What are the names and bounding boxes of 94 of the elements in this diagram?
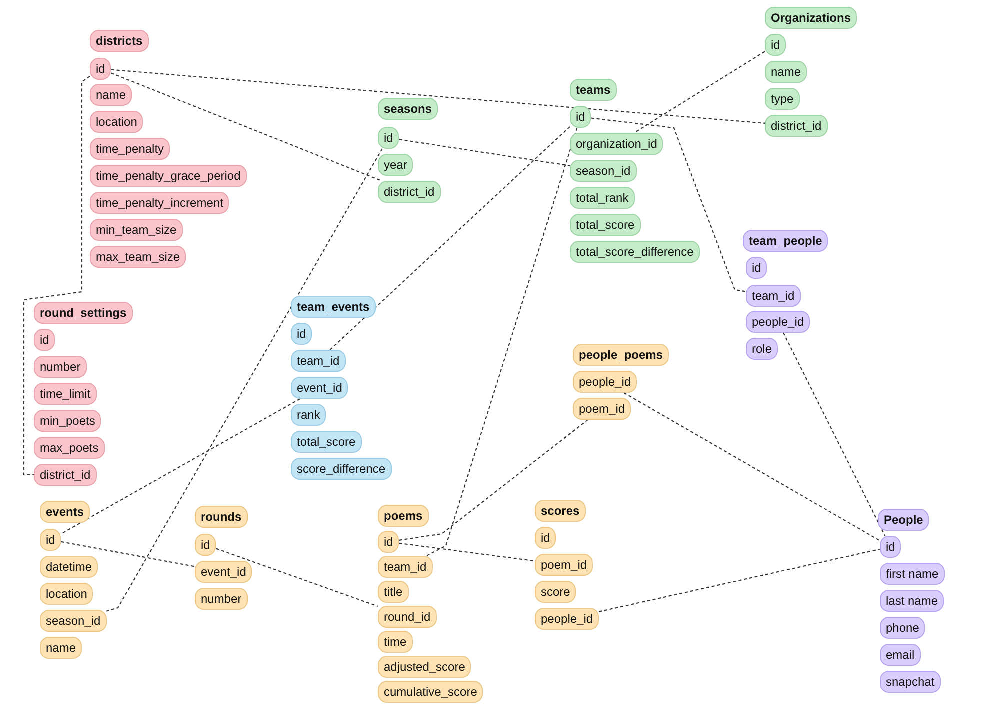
column-name: team_id: [291, 350, 346, 372]
connector-line: [598, 548, 880, 612]
column-name: title: [378, 581, 409, 603]
column-name: total_score: [570, 214, 641, 236]
column-name: district_id: [378, 181, 441, 203]
column-name: role: [746, 338, 778, 360]
column-name: people_id: [535, 608, 600, 630]
column-name: last name: [880, 590, 944, 612]
column-name: total_rank: [570, 187, 635, 209]
column-name: total_score: [291, 431, 362, 453]
column-name: score_difference: [291, 458, 392, 480]
table-name: teams: [570, 79, 617, 101]
connector-line: [399, 420, 588, 541]
column-name: snapchat: [880, 671, 941, 693]
column-name: round_id: [378, 606, 437, 628]
column-name: score: [535, 581, 576, 603]
connector-line: [216, 548, 378, 608]
column-name: time_penalty_increment: [90, 192, 230, 214]
connector-line: [23, 76, 90, 476]
table-name: events: [40, 501, 90, 523]
column-name: number: [34, 356, 87, 378]
connector-line: [61, 541, 196, 568]
connector-line: [106, 148, 383, 612]
connector-line: [330, 126, 570, 350]
column-name: id: [378, 531, 400, 553]
connector-line: [111, 72, 382, 182]
table-name: districts: [90, 30, 149, 52]
column-name: location: [40, 583, 94, 605]
table-name: round_settings: [34, 302, 133, 324]
connector-line: [399, 139, 570, 166]
column-name: total_score_difference: [570, 241, 700, 263]
column-name: id: [291, 323, 312, 345]
column-name: season_id: [40, 610, 107, 632]
table-name: team_events: [291, 296, 376, 318]
column-name: event_id: [195, 561, 252, 583]
column-name: id: [40, 529, 62, 551]
connector-line: [399, 542, 536, 562]
column-name: datetime: [40, 556, 98, 578]
table-name: scores: [535, 500, 586, 522]
column-name: team_id: [378, 556, 433, 578]
column-name: people_id: [573, 371, 638, 393]
column-name: name: [40, 637, 82, 659]
column-name: event_id: [291, 377, 348, 399]
column-name: id: [34, 329, 56, 351]
column-name: number: [195, 588, 248, 610]
connector-line: [426, 128, 578, 556]
column-name: min_poets: [34, 410, 102, 432]
connector-line: [111, 69, 766, 124]
connector-line: [783, 332, 886, 536]
column-name: adjusted_score: [378, 656, 472, 678]
column-name: district_id: [765, 115, 828, 137]
column-name: id: [765, 34, 786, 56]
column-name: id: [535, 527, 556, 549]
column-name: district_id: [34, 464, 97, 486]
column-name: cumulative_score: [378, 681, 484, 703]
table-name: poems: [378, 505, 429, 527]
column-name: id: [378, 127, 400, 149]
connector-line: [61, 398, 300, 534]
column-name: name: [90, 84, 132, 106]
table-name: people_poems: [573, 344, 670, 366]
column-name: people_id: [746, 311, 810, 333]
column-name: id: [570, 106, 592, 128]
connector-line: [624, 392, 880, 542]
column-name: season_id: [570, 160, 637, 182]
column-name: poem_id: [573, 398, 632, 420]
column-name: first name: [880, 563, 945, 585]
table-name: team_people: [743, 230, 828, 252]
table-name: People: [878, 509, 930, 531]
column-name: max_poets: [34, 437, 105, 459]
connector-line: [634, 51, 766, 134]
column-name: location: [90, 111, 144, 133]
column-name: poem_id: [535, 554, 594, 576]
column-name: max_team_size: [90, 246, 186, 268]
column-name: min_team_size: [90, 219, 183, 241]
connector-line: [591, 118, 746, 292]
column-name: rank: [291, 404, 326, 426]
column-name: name: [765, 61, 808, 83]
column-name: time_penalty_grace_period: [90, 165, 247, 187]
table-name: seasons: [378, 98, 438, 120]
column-name: time_penalty: [90, 138, 170, 160]
column-name: organization_id: [570, 133, 664, 155]
table-name: rounds: [195, 506, 248, 528]
column-name: time_limit: [34, 383, 97, 405]
column-name: type: [765, 88, 800, 110]
column-name: email: [880, 644, 921, 666]
column-name: id: [90, 58, 112, 80]
column-name: time: [378, 631, 413, 653]
column-name: id: [195, 534, 216, 556]
column-name: team_id: [746, 285, 801, 307]
table-name: Organizations: [765, 7, 858, 29]
column-name: year: [378, 154, 414, 176]
column-name: phone: [880, 617, 926, 639]
column-name: id: [746, 257, 768, 279]
column-name: id: [880, 536, 902, 558]
